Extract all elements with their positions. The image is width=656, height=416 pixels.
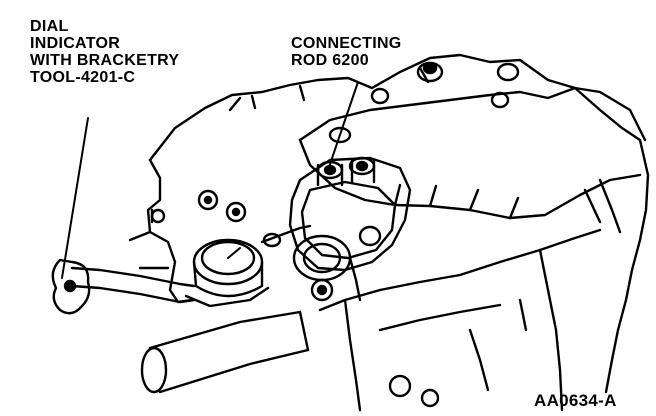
bracket-plate (146, 158, 194, 304)
label-connecting-rod: CONNECTING ROD 6200 (291, 35, 402, 69)
label-line: CONNECTING (291, 35, 402, 52)
finger-lines (393, 183, 520, 220)
label-line: DIAL (30, 18, 69, 35)
label-line: WITH BRACKETRY (30, 52, 180, 69)
label-dial-indicator: DIAL INDICATOR WITH BRACKETRY TOOL-4201-… (30, 18, 179, 86)
bracket-bolt-2 (225, 201, 247, 223)
leader-dial-indicator (61, 117, 89, 279)
block-face-1 (343, 298, 362, 412)
thumb-tip (328, 126, 352, 144)
block-lower-edge (318, 228, 602, 312)
label-line: TOOL-4201-C (30, 69, 136, 86)
label-line: INDICATOR (30, 35, 121, 52)
leader-connecting-rod (327, 81, 359, 171)
engine-block (148, 53, 650, 394)
bracket-hole-1 (150, 208, 166, 224)
label-line: ROD 6200 (291, 52, 369, 69)
connecting-rod (288, 156, 412, 302)
figure-id: AA0634-A (534, 391, 617, 410)
support-arm (51, 258, 196, 315)
block-rim (228, 66, 430, 112)
block-face-2 (538, 248, 564, 412)
bracket-bolt-1 (197, 189, 219, 211)
dial-indicator-gauge (184, 224, 312, 308)
crank-journal (292, 234, 352, 302)
knuckle (583, 178, 622, 234)
lower-tube (140, 310, 310, 394)
hand-outline (298, 86, 647, 142)
lower-block-details (378, 298, 528, 408)
